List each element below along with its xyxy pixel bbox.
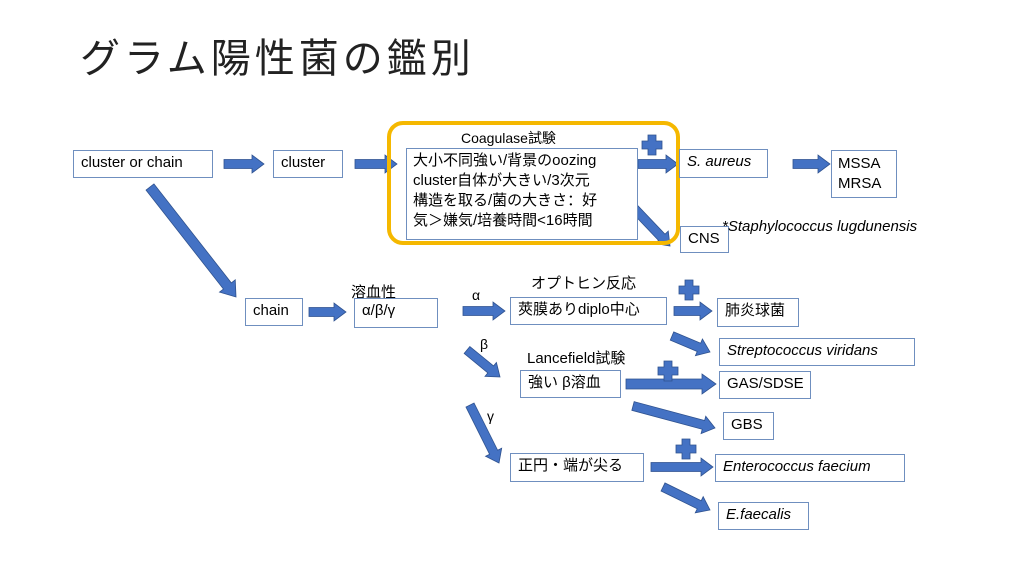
plus-icon-optochin: [678, 279, 700, 301]
node-viridans: Streptococcus viridans: [719, 338, 915, 366]
arrow-to-faecium: [650, 457, 714, 477]
node-optochin-box: 莢膜ありdiplo中心: [510, 297, 667, 325]
node-oval: 正円・端が尖る: [510, 453, 644, 482]
node-gas-sdse: GAS/SDSE: [719, 371, 811, 399]
arrow-to-gbs: [631, 401, 716, 435]
beta-label: β: [480, 336, 489, 352]
node-faecium: Enterococcus faecium: [715, 454, 905, 482]
coagulase-line-1: 大小不同強い/背景のoozing: [413, 152, 597, 169]
node-cluster: cluster: [273, 150, 343, 178]
arrow-alpha: [462, 301, 506, 321]
node-chain: chain: [245, 298, 303, 326]
arrow-to-hemolysis: [308, 302, 347, 322]
gamma-label: γ: [487, 408, 494, 424]
coagulase-highlight-frame: [387, 121, 680, 245]
arrow-to-faecalis: [660, 482, 711, 514]
mssa-label: MSSA: [838, 155, 881, 172]
node-faecalis: E.faecalis: [718, 502, 809, 530]
plus-icon-lancefield: [657, 360, 679, 382]
plus-icon-oval: [675, 438, 697, 460]
node-pneumococcus: 肺炎球菌: [717, 298, 799, 327]
lugdunensis-note: *Staphylococcus lugdunensis: [722, 218, 918, 235]
arrow-to-mssa-mrsa: [792, 154, 831, 174]
arrow-to-gas-sdse: [625, 373, 717, 395]
coagulase-test-label: Coagulase試験: [461, 130, 556, 146]
hemolysis-label: 溶血性: [351, 284, 397, 301]
node-s-aureus: S. aureus: [679, 149, 768, 178]
arrow-to-cluster: [223, 154, 265, 174]
node-cns: CNS: [680, 226, 729, 253]
lancefield-test-label: Lancefield試験: [527, 350, 626, 367]
node-coagulase-criteria: 大小不同強い/背景のoozing cluster自体が大きい/3次元 構造を取る…: [406, 148, 638, 240]
arrow-to-s-aureus: [637, 154, 679, 174]
coagulase-line-3: 構造を取る/菌の大きさ：好: [413, 192, 598, 209]
node-strong-beta: 強い β溶血: [520, 370, 621, 398]
node-mssa-mrsa: MSSA MRSA: [831, 150, 897, 198]
node-cluster-or-chain: cluster or chain: [73, 150, 213, 178]
coagulase-line-4: 気＞嫌気/培養時間<16時間: [413, 212, 593, 229]
arrow-to-viridans: [669, 331, 711, 357]
coagulase-line-2: cluster自体が大きい/3次元: [413, 172, 590, 189]
alpha-label: α: [472, 287, 481, 303]
node-gbs: GBS: [723, 412, 774, 440]
arrow-to-coagulase: [354, 154, 398, 174]
plus-icon-coagulase: [641, 134, 663, 156]
slide-title: グラム陽性菌の鑑別: [80, 36, 475, 82]
arrow-beta: [463, 345, 501, 378]
arrow-to-chain: [145, 183, 237, 298]
arrow-to-pneumococcus: [673, 301, 713, 321]
arrow-gamma: [465, 402, 503, 464]
node-hemolysis: α/β/γ: [354, 298, 438, 328]
optochin-test-label: オプトヒン反応: [531, 275, 637, 292]
mrsa-label: MRSA: [838, 175, 882, 192]
